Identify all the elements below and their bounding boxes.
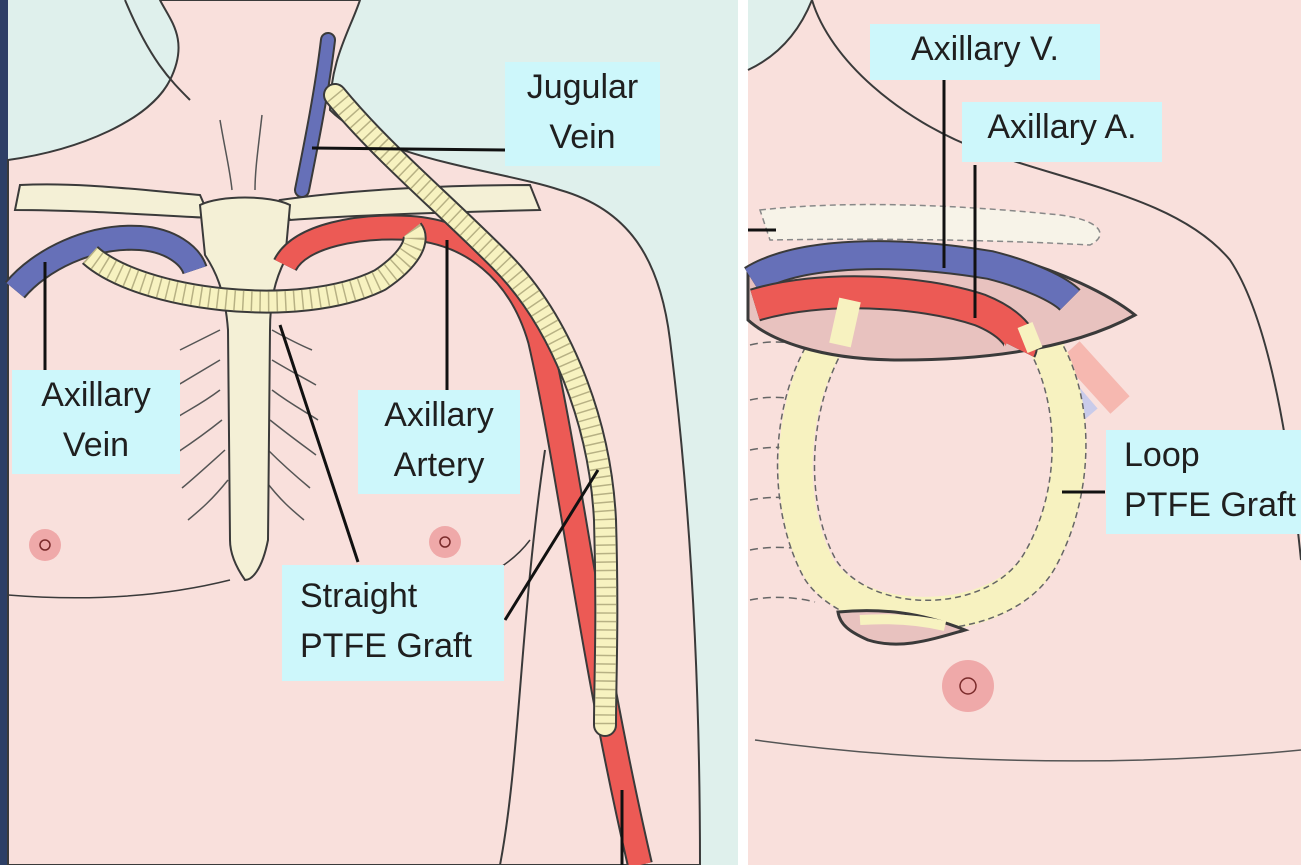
label-straight-ptfe-graft: Straight PTFE Graft bbox=[282, 565, 504, 681]
label-axillary-vein-line1: Axillary bbox=[12, 370, 180, 420]
label-axillary-artery-line2: Artery bbox=[358, 440, 520, 490]
label-axillary-v: Axillary V. bbox=[870, 24, 1100, 80]
label-axillary-a-text: Axillary A. bbox=[962, 102, 1162, 152]
label-axillary-v-text: Axillary V. bbox=[870, 24, 1100, 74]
label-axillary-artery-line1: Axillary bbox=[358, 390, 520, 440]
label-straight-graft-line1: Straight bbox=[300, 571, 504, 621]
nipple-right bbox=[29, 529, 61, 561]
label-loop-graft-line2: PTFE Graft bbox=[1124, 480, 1301, 530]
label-axillary-artery: Axillary Artery bbox=[358, 390, 520, 494]
loop-graft-anastomosis-right bbox=[1025, 325, 1035, 350]
label-axillary-vein-line2: Vein bbox=[12, 420, 180, 470]
label-axillary-a: Axillary A. bbox=[962, 102, 1162, 162]
label-loop-graft-line1: Loop bbox=[1124, 430, 1301, 480]
label-loop-ptfe-graft: Loop PTFE Graft bbox=[1106, 430, 1301, 534]
nipple-right-panel bbox=[942, 660, 994, 712]
loop-graft-anastomosis-left bbox=[840, 300, 850, 345]
label-jugular-vein-line2: Vein bbox=[505, 112, 660, 162]
left-border bbox=[0, 0, 8, 865]
panel-divider bbox=[738, 0, 748, 865]
label-jugular-vein: Jugular Vein bbox=[505, 62, 660, 166]
nipple-left bbox=[429, 526, 461, 558]
label-axillary-vein: Axillary Vein bbox=[12, 370, 180, 474]
label-straight-graft-line2: PTFE Graft bbox=[300, 621, 504, 671]
label-jugular-vein-line1: Jugular bbox=[505, 62, 660, 112]
